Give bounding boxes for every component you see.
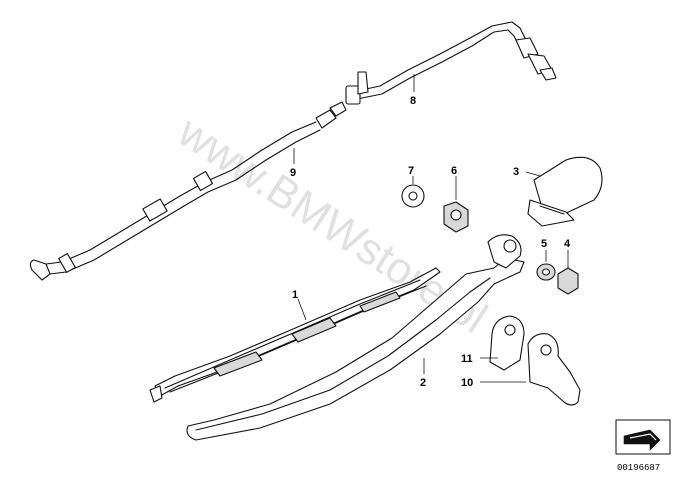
bracket-large-part bbox=[527, 333, 581, 406]
callout-1: 1 bbox=[292, 289, 298, 301]
hex-nut-part bbox=[443, 201, 469, 233]
callout-8: 8 bbox=[410, 95, 416, 107]
leader-lines bbox=[293, 74, 569, 383]
callout-2: 2 bbox=[420, 377, 426, 389]
wiper-blade-part bbox=[149, 267, 441, 403]
callout-9: 9 bbox=[290, 167, 296, 179]
figure-code: 00196687 bbox=[617, 463, 660, 473]
callout-6: 6 bbox=[451, 165, 457, 177]
callout-11: 11 bbox=[461, 353, 473, 365]
callout-7: 7 bbox=[408, 165, 414, 177]
callout-5: 5 bbox=[541, 238, 547, 250]
small-nut-part bbox=[536, 263, 556, 281]
washer-ring-part bbox=[401, 184, 425, 208]
wiper-arm-part bbox=[186, 234, 525, 441]
bracket-small-part bbox=[489, 315, 525, 371]
callout-4: 4 bbox=[564, 238, 571, 250]
cap-nut-part bbox=[557, 267, 579, 295]
callout-3: 3 bbox=[513, 166, 519, 178]
washer-line-part bbox=[345, 21, 557, 105]
figure-code-box bbox=[615, 419, 671, 455]
washer-hose-part bbox=[29, 101, 347, 281]
cover-cap-part bbox=[527, 156, 603, 227]
callout-10: 10 bbox=[461, 377, 473, 389]
